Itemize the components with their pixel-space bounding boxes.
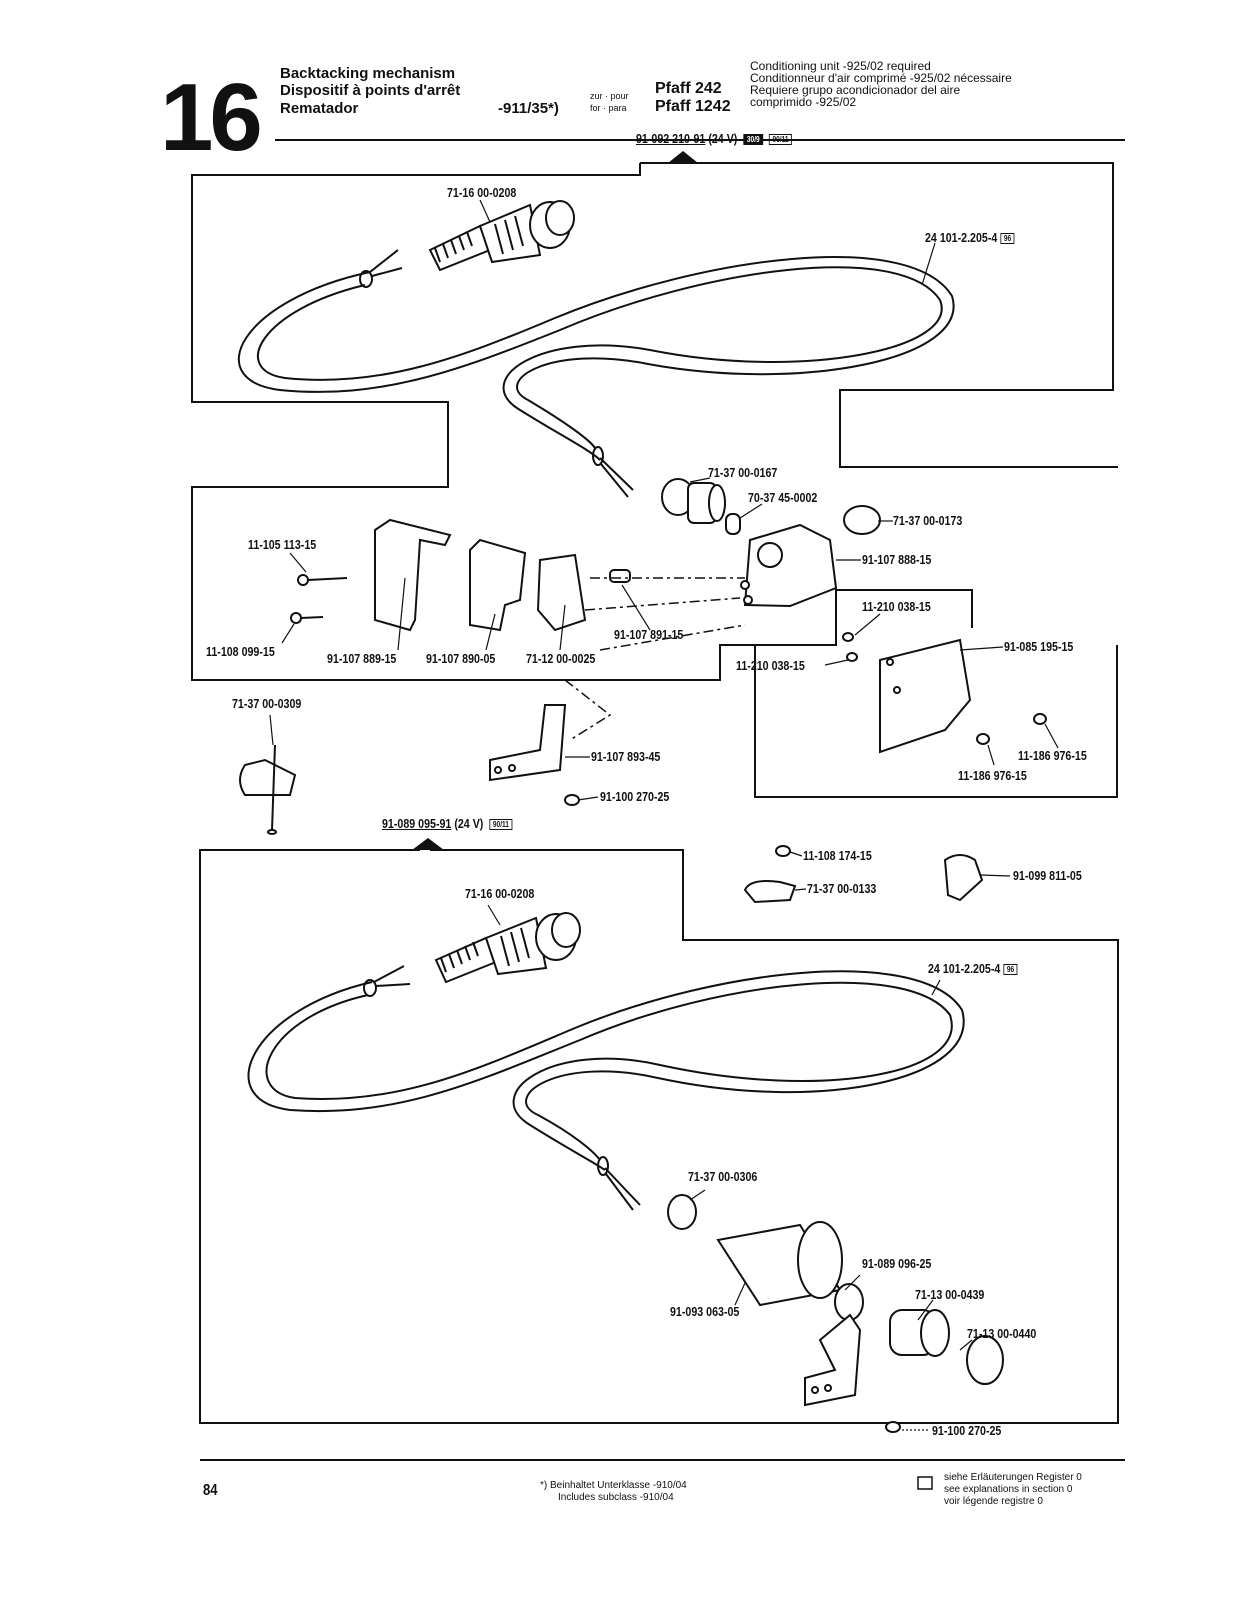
top-assembly-label: 91-092 210-91 (24 V) 30/9 90/11	[636, 132, 792, 146]
part-label: 11-186 976-15	[1018, 748, 1087, 763]
assembly-dash-lines	[564, 577, 746, 741]
footnote-en: Includes subclass -910/04	[558, 1492, 674, 1503]
switch-parts-drawing	[290, 518, 631, 632]
for-label-1: zur · pour	[590, 91, 629, 101]
top-assembly-badge-a: 30/9	[743, 134, 763, 146]
variant-label: -911/35*)	[498, 100, 559, 117]
for-label-2: for · para	[590, 103, 627, 113]
requirement-fr: Conditionneur d'air comprimé -925/02 néc…	[750, 71, 1012, 85]
part-label: 71-16 00-0208	[465, 886, 535, 901]
bottom-plug-drawing	[434, 912, 581, 984]
part-label: 11-186 976-15	[958, 768, 1027, 783]
leader-lines	[269, 199, 1059, 1431]
top-assembly-voltage: (24 V)	[708, 131, 738, 146]
legend-note-fr: voir légende registre 0	[944, 1496, 1043, 1507]
bottom-assembly-badge-b: 90/11	[489, 819, 513, 831]
legend-note-de: siehe Erläuterungen Register 0	[944, 1472, 1082, 1483]
part-label: 71-37 00-0309	[232, 696, 302, 711]
part-label: 91-085 195-15	[1004, 639, 1074, 654]
section-number: 16	[160, 64, 263, 171]
part-label: 71-13 00-0439	[915, 1287, 985, 1302]
bottom-assembly-part: 91-089 095-91	[382, 816, 452, 831]
requirement-es-1: Requiere grupo acondicionador del aire	[750, 83, 961, 97]
bottom-assembly-frame	[199, 849, 1119, 1424]
part-label: 71-37 00-0133	[807, 881, 877, 896]
part-label: 11-108 099-15	[206, 644, 275, 659]
part-label: 11-108 174-15	[803, 848, 872, 863]
part-label: 71-13 00-0440	[967, 1326, 1037, 1341]
part-label: 91-107 893-45	[591, 749, 661, 764]
bracket-drawing	[489, 704, 580, 806]
model-pfaff-242: Pfaff 242	[655, 80, 722, 97]
part-label: 91-100 270-25	[600, 789, 670, 804]
small-clamps-drawing	[743, 845, 984, 904]
part-label: 71-16 00-0208	[447, 185, 517, 200]
legend-box-icon	[917, 1476, 933, 1490]
part-label-text: 24 101-2.205-4	[925, 230, 998, 245]
part-label: 11-210 038-15	[862, 599, 931, 614]
title-english: Backtacking mechanism	[280, 65, 456, 82]
requirement-en: Conditioning unit -925/02 required	[750, 59, 931, 73]
part-label: 91-107 889-15	[327, 651, 397, 666]
top-assembly-part: 91-092 210-91	[636, 131, 706, 146]
title-spanish: Rematador	[280, 100, 359, 117]
bottom-cable-drawing	[247, 965, 965, 1211]
part-label-text: 24 101-2.205-4	[928, 961, 1001, 976]
legend-note-en: see explanations in section 0	[944, 1484, 1073, 1495]
top-assembly-frame	[640, 162, 1118, 468]
cable-clip-drawing	[239, 744, 297, 835]
part-label: 91-107 888-15	[862, 552, 932, 567]
part-label: 11-105 113-15	[248, 537, 317, 552]
part-label: 11-210 038-15	[736, 658, 805, 673]
model-pfaff-1242: Pfaff 1242	[655, 98, 731, 115]
part-label: 91-100 270-25	[932, 1423, 1002, 1438]
requirement-es-2: comprimido -925/02	[750, 95, 857, 109]
part-label: 70-37 45-0002	[748, 490, 818, 505]
part-label: 91-107 891-15	[614, 627, 684, 642]
top-pointer-icon	[668, 151, 698, 163]
part-label: 91-093 063-05	[670, 1304, 740, 1319]
top-plug-drawing	[428, 200, 575, 272]
cover-plate-drawing	[842, 632, 1047, 754]
bottom-assembly-voltage: (24 V)	[454, 816, 484, 831]
part-label: 71-37 00-0306	[688, 1169, 758, 1184]
part-label: 91-089 096-25	[862, 1256, 932, 1271]
title-french: Dispositif à points d'arrêt	[280, 82, 461, 99]
top-cable-drawing	[237, 249, 955, 498]
top-fittings-drawing	[661, 478, 881, 608]
part-label: 91-099 811-05	[1013, 868, 1082, 883]
part-badge: 96	[1000, 233, 1015, 245]
bottom-pointer-icon	[412, 838, 444, 850]
page-number: 84	[203, 1482, 218, 1499]
part-label: 91-107 890-05	[426, 651, 496, 666]
part-label: 71-37 00-0173	[893, 513, 963, 528]
part-label: 71-12 00-0025	[526, 651, 596, 666]
footnote-de: *) Beinhaltet Unterklasse -910/04	[540, 1480, 687, 1491]
part-badge: 96	[1003, 964, 1018, 976]
bottom-assembly-label: 91-089 095-91 (24 V) 90/11	[382, 816, 513, 831]
part-label: 71-37 00-0167	[708, 465, 778, 480]
indicator-lamp-drawing	[667, 1194, 1004, 1433]
top-assembly-badge-b: 90/11	[769, 134, 792, 146]
